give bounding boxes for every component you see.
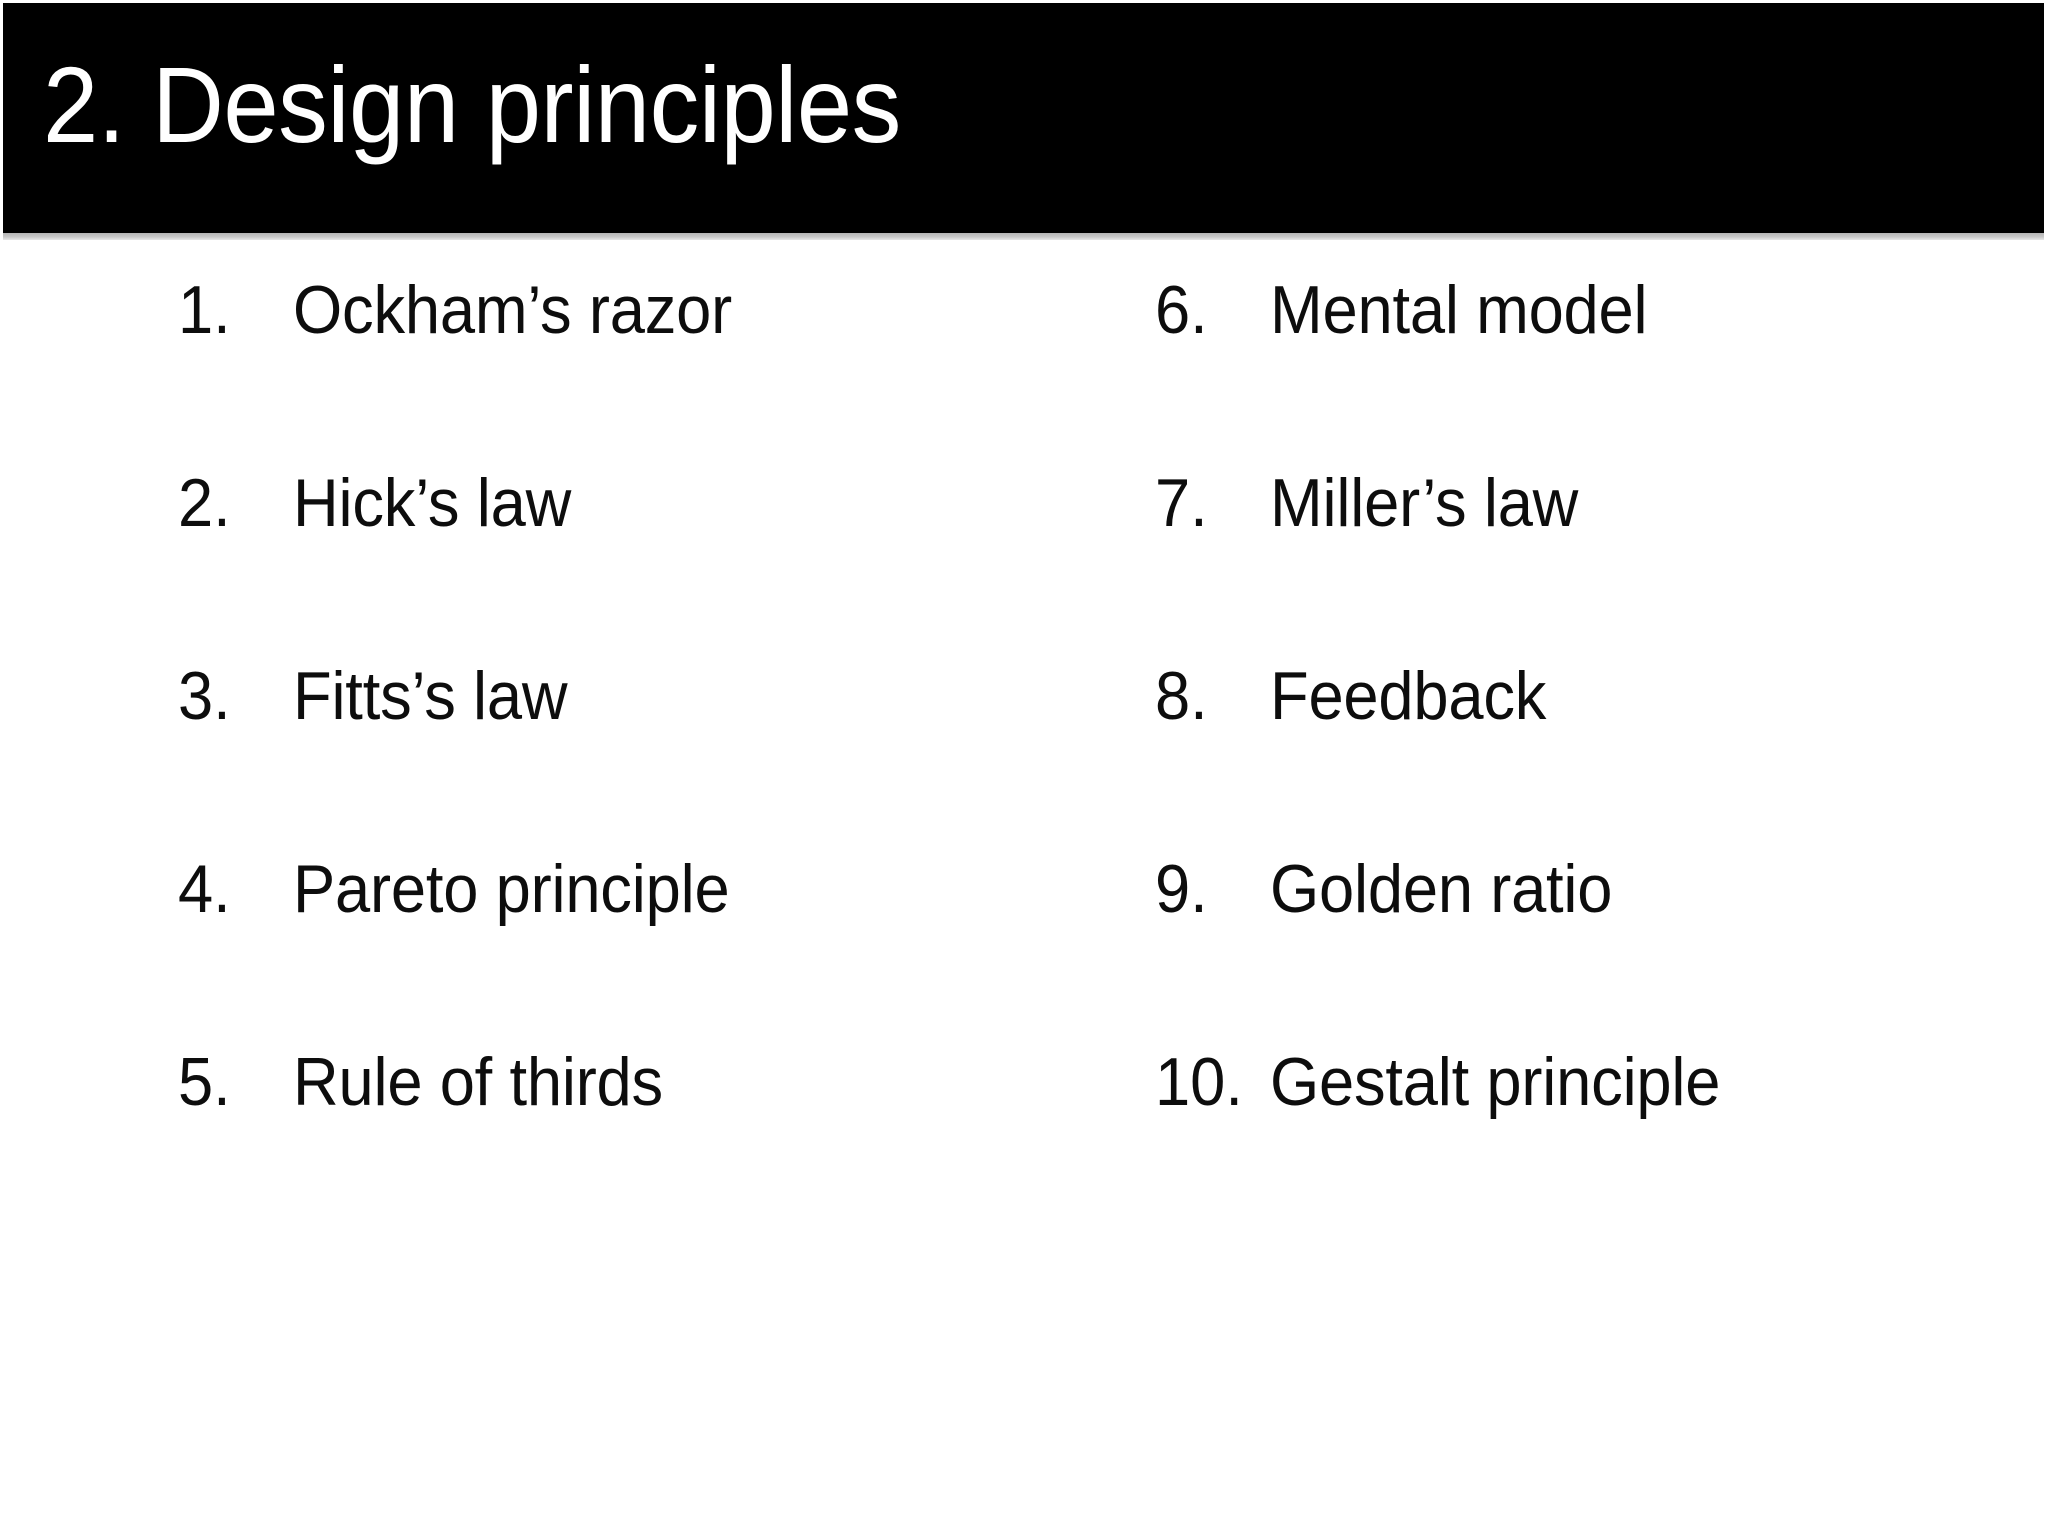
list-item[interactable]: 6. Mental model (1155, 250, 1955, 443)
list-item[interactable]: 4. Pareto principle (178, 829, 938, 1022)
list-item-number: 8. (1155, 658, 1208, 734)
page-title: 2. Design principles (43, 44, 901, 165)
list-item-label: Feedback (1270, 658, 1547, 734)
list-item-number: 7. (1155, 465, 1208, 541)
numbered-list-left-column: 1. Ockham’s razor 2. Hick’s law 3. Fitts… (178, 250, 938, 1215)
list-item-number: 2. (178, 465, 231, 541)
numbered-list-right-column: 6. Mental model 7. Miller’s law 8. Feedb… (1155, 250, 1955, 1215)
list-item[interactable]: 10. Gestalt principle (1155, 1022, 1955, 1215)
title-banner: 2. Design principles (3, 3, 2044, 233)
list-item-number: 10. (1155, 1044, 1243, 1120)
list-item-label: Mental model (1270, 272, 1648, 348)
list-item[interactable]: 7. Miller’s law (1155, 443, 1955, 636)
list-item[interactable]: 3. Fitts’s law (178, 636, 938, 829)
title-banner-shadow (3, 233, 2044, 240)
list-item-number: 5. (178, 1044, 231, 1120)
list-item-number: 1. (178, 272, 231, 348)
list-item-label: Ockham’s razor (293, 272, 733, 348)
list-item[interactable]: 8. Feedback (1155, 636, 1955, 829)
list-item-label: Gestalt principle (1270, 1044, 1721, 1120)
list-item-number: 3. (178, 658, 231, 734)
list-item-label: Miller’s law (1270, 465, 1579, 541)
list-item[interactable]: 2. Hick’s law (178, 443, 938, 636)
slide-content: 1. Ockham’s razor 2. Hick’s law 3. Fitts… (0, 250, 2048, 1536)
list-item-label: Golden ratio (1270, 851, 1613, 927)
list-item-label: Pareto principle (293, 851, 730, 927)
list-item-number: 9. (1155, 851, 1208, 927)
list-item-number: 6. (1155, 272, 1208, 348)
list-item[interactable]: 5. Rule of thirds (178, 1022, 938, 1215)
list-item-number: 4. (178, 851, 231, 927)
list-item[interactable]: 1. Ockham’s razor (178, 250, 938, 443)
list-item-label: Fitts’s law (293, 658, 568, 734)
list-item-label: Rule of thirds (293, 1044, 663, 1120)
list-item-label: Hick’s law (293, 465, 572, 541)
list-item[interactable]: 9. Golden ratio (1155, 829, 1955, 1022)
